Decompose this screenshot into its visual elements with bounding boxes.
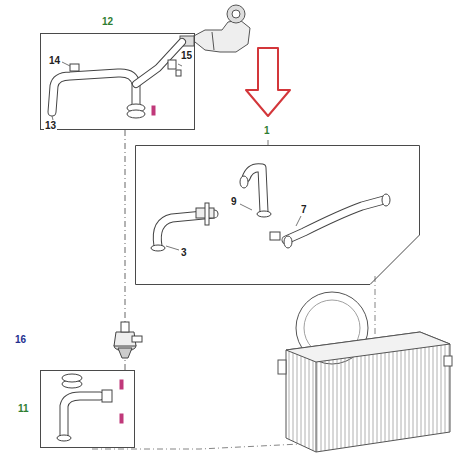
hose-assembly-12	[52, 42, 182, 112]
hose-clips-12	[70, 60, 181, 118]
pointer-arrow	[246, 48, 290, 116]
callout-number: 13	[44, 120, 57, 132]
callout-number: 9	[230, 196, 238, 208]
hose-clips-11	[57, 374, 123, 441]
hose-set-1	[157, 168, 384, 246]
callout-number: 11	[17, 403, 30, 415]
group-box: 12	[40, 33, 195, 130]
callout-number: 16	[14, 334, 27, 346]
callout-number: 1	[263, 125, 271, 137]
callout-number: 7	[300, 204, 308, 216]
group-outline	[135, 145, 420, 285]
radiator	[278, 292, 452, 452]
group-box: 11	[40, 370, 135, 448]
callout-number: 14	[48, 55, 61, 67]
callout-number: 12	[101, 16, 114, 28]
hose-clips-1	[151, 176, 390, 251]
hose-assembly-11	[64, 396, 100, 436]
callout-number: 15	[180, 50, 193, 62]
group-box: 1	[135, 145, 420, 285]
water-pump	[180, 5, 250, 52]
callout-number: 3	[180, 247, 188, 259]
